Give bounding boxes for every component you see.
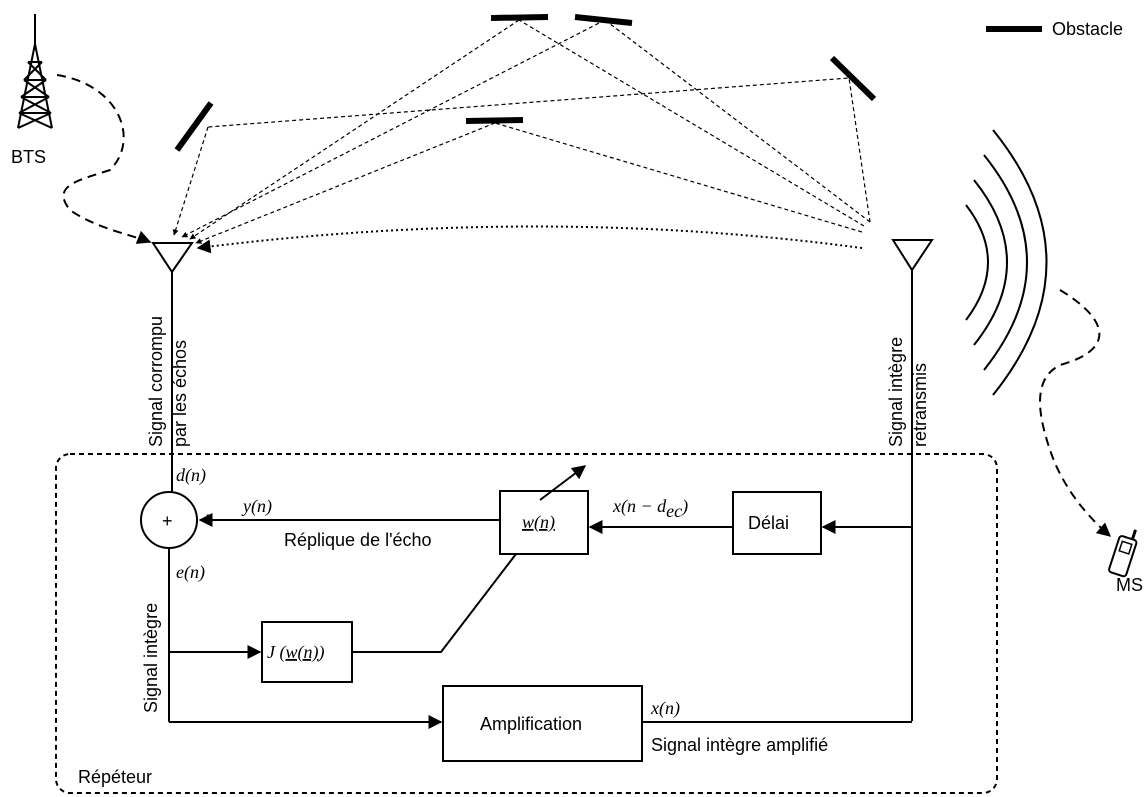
legend: Obstacle bbox=[986, 19, 1123, 39]
bts-label: BTS bbox=[11, 147, 46, 167]
echo-replica-label: Réplique de l'écho bbox=[284, 530, 432, 550]
right-antenna-caption-line2: retransmis bbox=[910, 363, 930, 447]
signal-x-delayed: x(n − dec) bbox=[612, 496, 688, 521]
amplified-signal-label: Signal intègre amplifié bbox=[651, 735, 828, 755]
delay-block bbox=[732, 491, 822, 555]
ms-link bbox=[1039, 289, 1112, 537]
echo-paths bbox=[172, 19, 871, 254]
amplification-block bbox=[442, 685, 643, 762]
obstacle-top-1 bbox=[490, 14, 549, 21]
amplification-block-label: Amplification bbox=[480, 714, 582, 734]
echo-path-4 bbox=[494, 122, 863, 233]
signal-y: y(n) bbox=[241, 496, 272, 517]
echo-path-4-arrow bbox=[195, 122, 496, 244]
signal-x: x(n) bbox=[650, 698, 680, 719]
cost-function-label: J (w(n)) bbox=[267, 642, 324, 663]
right-antenna-caption: Signal intègre retransmis bbox=[886, 337, 930, 447]
echo-path-1-arrow bbox=[172, 126, 209, 236]
obstacle-top-2 bbox=[574, 14, 633, 26]
delay-block-label: Délai bbox=[748, 513, 789, 533]
repeater-boundary bbox=[55, 453, 998, 794]
echo-path-3 bbox=[518, 19, 865, 227]
adaptive-filter-label: w(n) bbox=[522, 512, 555, 533]
echo-path-direct bbox=[196, 225, 863, 254]
repeater-label: Répéteur bbox=[78, 767, 152, 787]
integrity-signal-caption: Signal intègre bbox=[141, 603, 161, 713]
echo-path-1 bbox=[207, 77, 871, 223]
left-antenna-icon bbox=[151, 242, 194, 493]
legend-obstacle-label: Obstacle bbox=[1052, 19, 1123, 39]
cost-to-filter bbox=[352, 553, 517, 653]
echo-path-2 bbox=[604, 19, 871, 223]
bts-tower-icon bbox=[17, 14, 53, 129]
left-antenna-caption-line2: par les échos bbox=[170, 340, 190, 447]
obstacles bbox=[174, 14, 877, 152]
adaptive-filter-block bbox=[499, 490, 589, 555]
left-antenna-caption-line1: Signal corrompu bbox=[146, 316, 166, 447]
bts-link bbox=[56, 74, 152, 244]
right-antenna-caption-line1: Signal intègre bbox=[886, 337, 906, 447]
radio-waves-icon bbox=[965, 129, 1048, 396]
echo-path-3-arrow bbox=[189, 19, 520, 240]
signal-e: e(n) bbox=[176, 562, 205, 583]
obstacle-middle bbox=[465, 117, 524, 124]
adaptation-arrow bbox=[539, 465, 587, 501]
signal-d: d(n) bbox=[176, 465, 206, 486]
echo-path-2-arrow bbox=[181, 19, 606, 238]
left-antenna-caption: Signal corrompu par les échos bbox=[146, 316, 190, 447]
right-antenna-icon bbox=[891, 239, 934, 721]
obstacle-left bbox=[174, 101, 214, 152]
ms-label: MS bbox=[1116, 575, 1143, 595]
obstacle-right bbox=[829, 55, 877, 102]
mobile-phone-icon bbox=[1108, 529, 1138, 578]
summation-symbol: + bbox=[162, 511, 173, 531]
integrity-signal-label: Signal intègre bbox=[141, 603, 161, 713]
